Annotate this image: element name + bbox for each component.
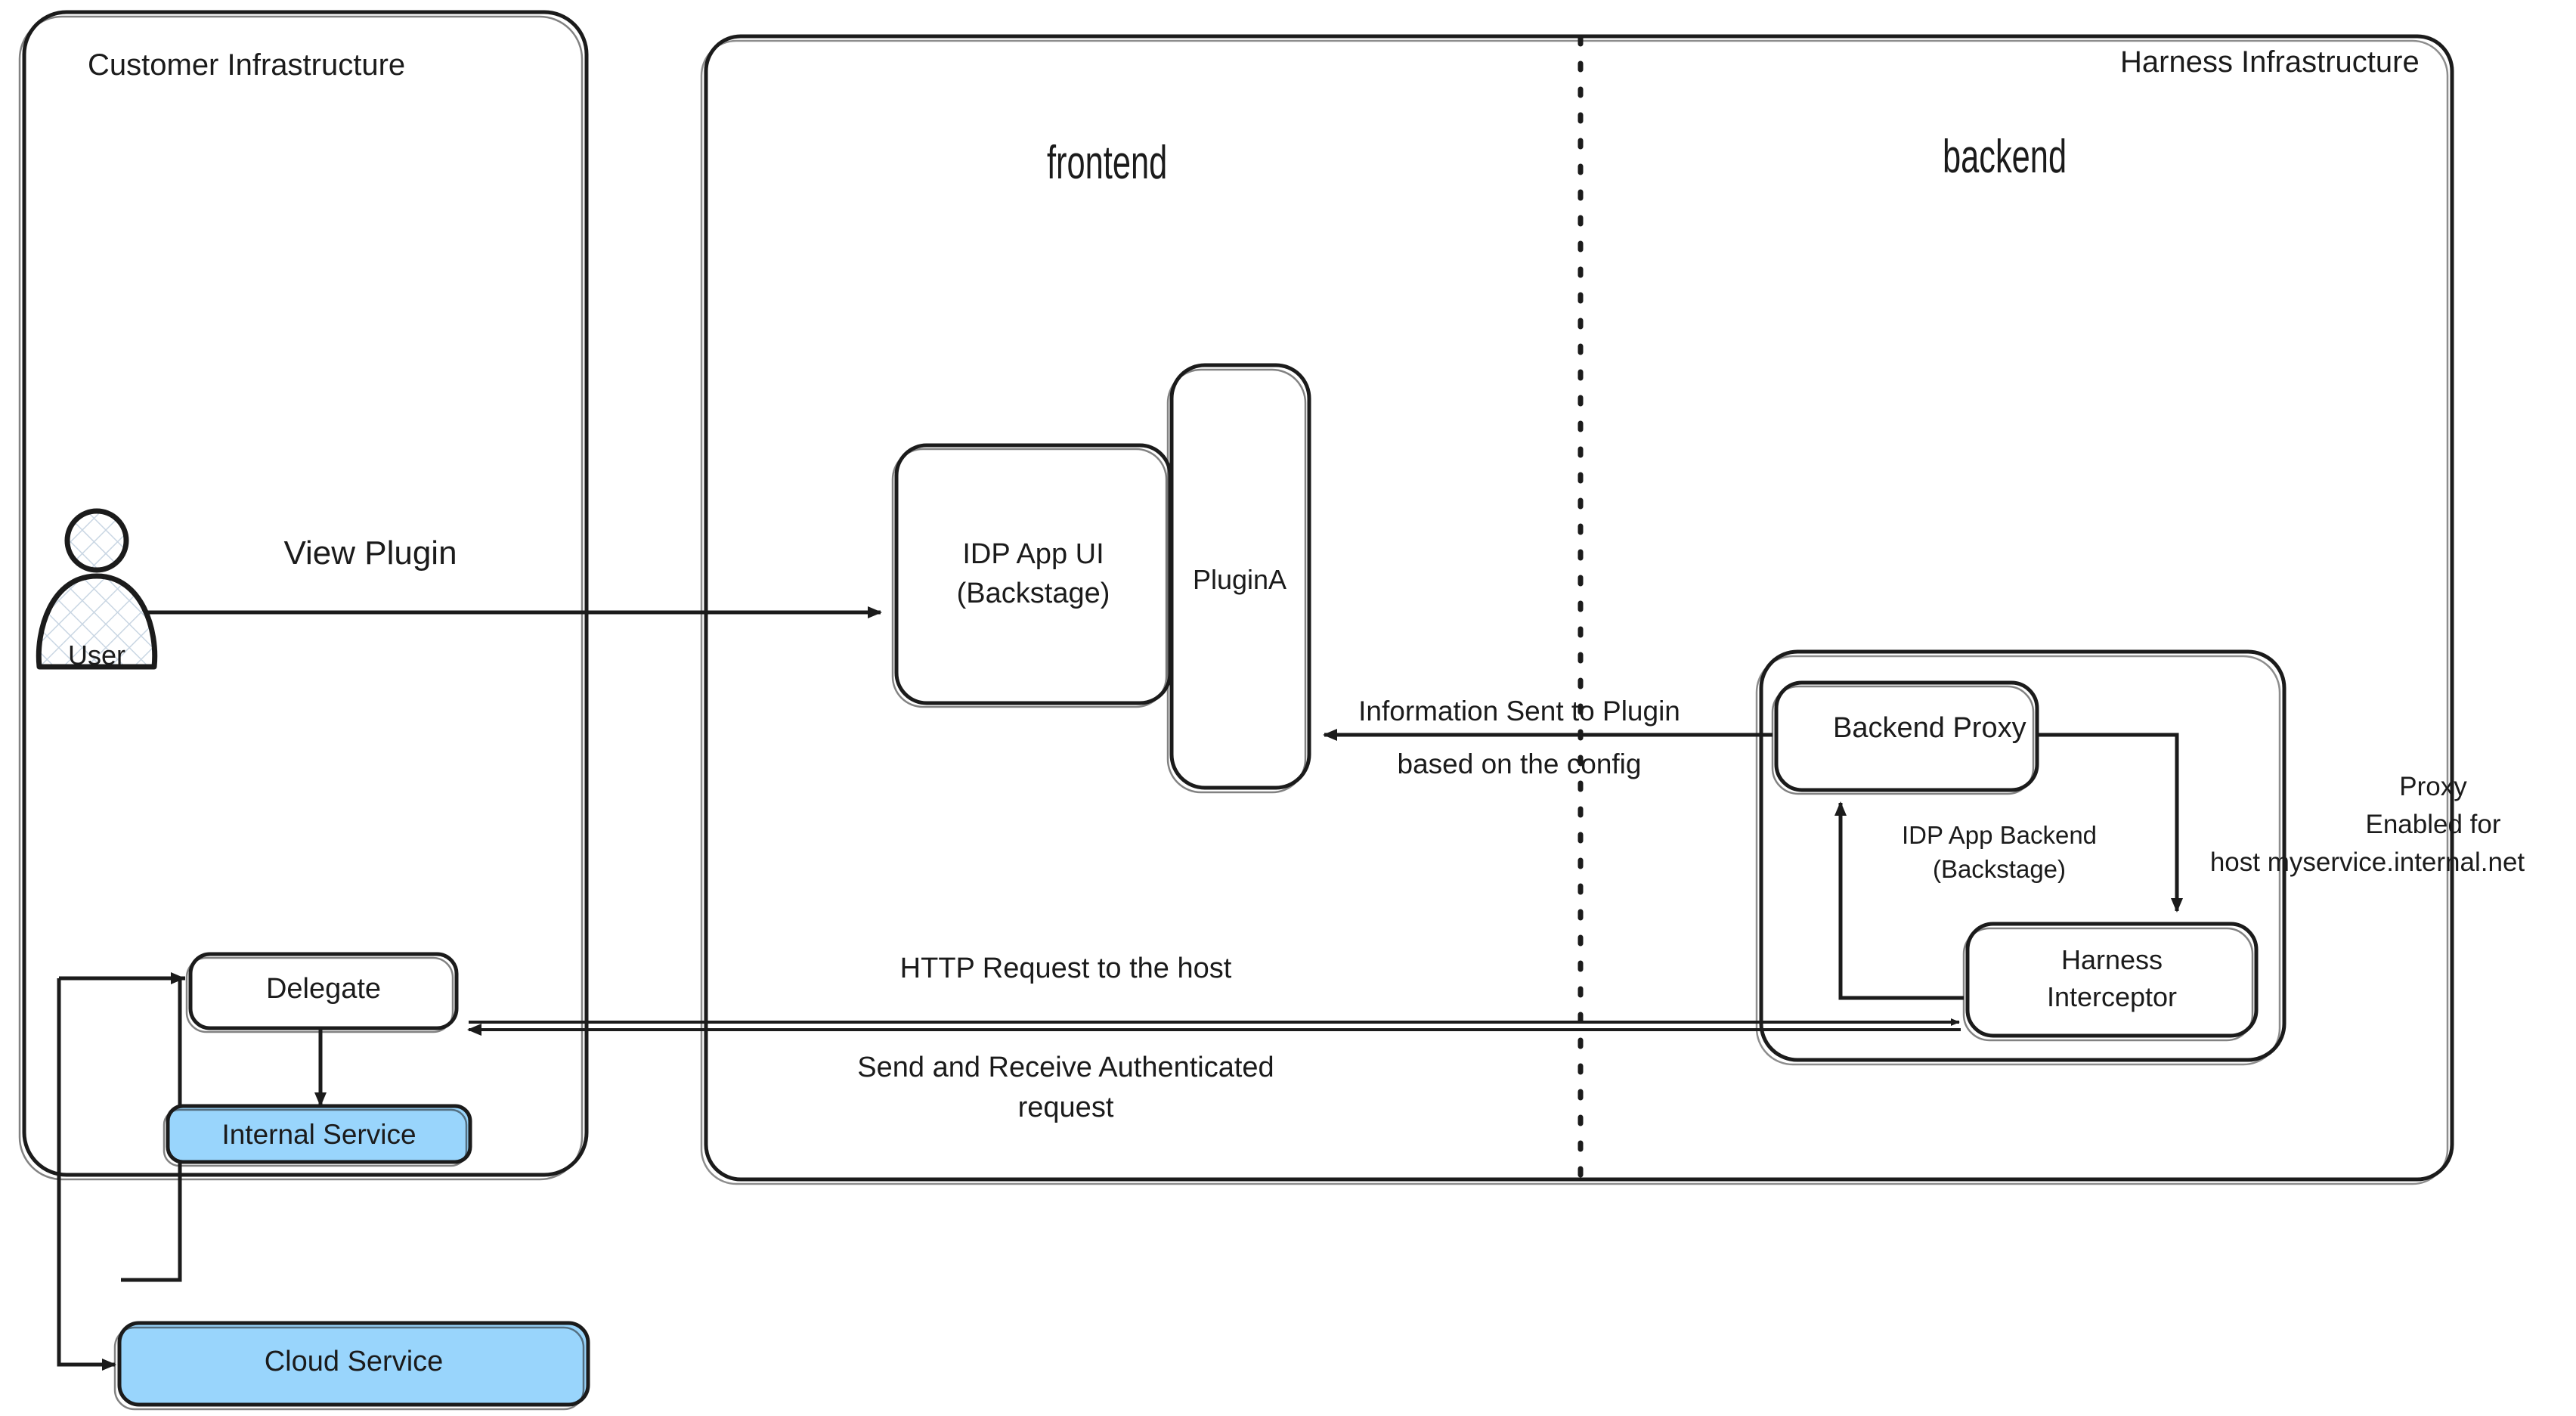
idp-app-ui-box[interactable] <box>891 443 1172 708</box>
backend-proxy-box[interactable] <box>1771 680 2039 795</box>
delegate-box[interactable] <box>185 952 459 1033</box>
customer-infrastructure-container <box>18 10 589 1181</box>
user-actor-icon <box>36 508 158 670</box>
cloud-service-box[interactable] <box>113 1321 590 1411</box>
plugin-a-box[interactable] <box>1166 363 1311 794</box>
edge-harness-interceptor-to-backend-proxy <box>1834 801 1964 1000</box>
internal-service-box[interactable] <box>163 1104 472 1167</box>
edge-backend-proxy-to-harness-interceptor <box>2037 733 2183 912</box>
edge-vertical-left-rail <box>57 978 116 1371</box>
harness-interceptor-box[interactable] <box>1962 922 2259 1042</box>
